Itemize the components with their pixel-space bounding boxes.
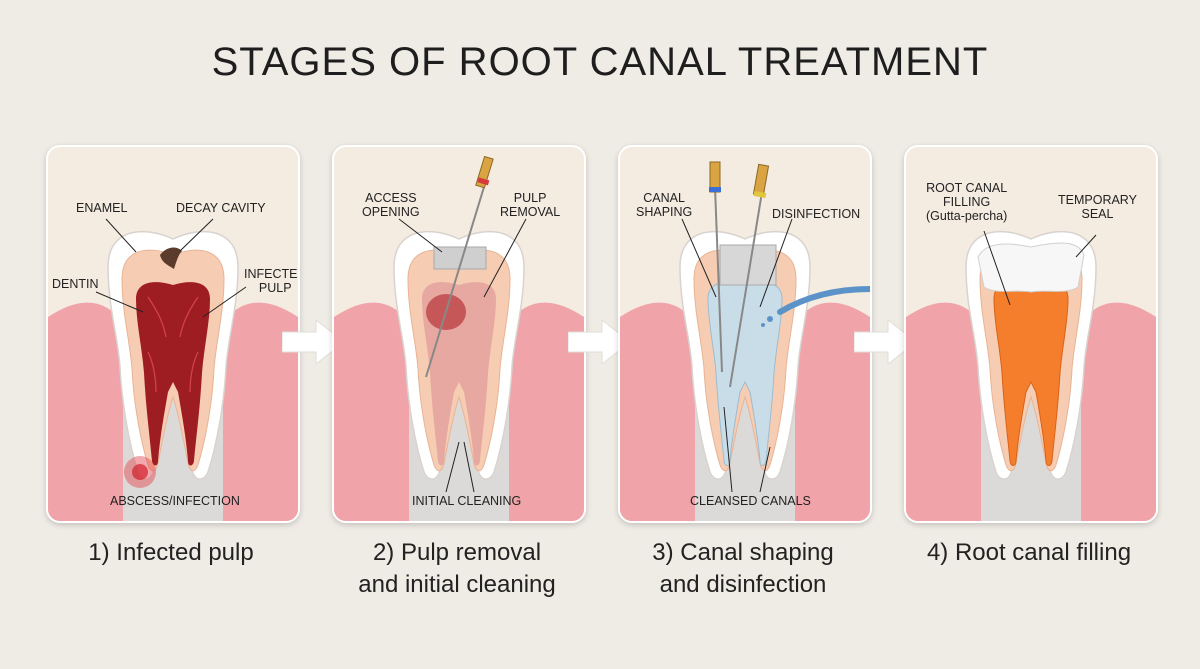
endodontic-file-icon <box>425 155 494 378</box>
label-canal-shaping-line2: SHAPING <box>636 205 693 219</box>
stage-4-panel: ROOT CANAL FILLING (Gutta-percha) TEMPOR… <box>904 145 1158 523</box>
leader-lines <box>95 218 247 318</box>
gum-left <box>48 302 123 521</box>
label-access-opening-line1: ACCESS <box>365 191 417 205</box>
stage-1-caption: 1) Infected pulp <box>21 537 321 569</box>
label-root-canal-filling: ROOT CANAL FILLING (Gutta-percha) <box>926 181 1007 223</box>
label-temporary-seal-line1: TEMPORARY <box>1058 193 1137 207</box>
label-enamel: ENAMEL <box>76 201 128 215</box>
leader-lines <box>398 218 527 493</box>
label-infected-pulp: INFECTED PULP <box>244 267 298 295</box>
stage-2-caption-line2: and initial cleaning <box>358 571 556 598</box>
stage-1-panel: ENAMEL DECAY CAVITY DENTIN INFECTED PULP… <box>46 145 300 523</box>
label-root-canal-filling-line1: ROOT CANAL <box>926 181 1008 195</box>
stage-1-caption-line1: 1) Infected pulp <box>88 539 254 566</box>
label-temporary-seal: TEMPORARY SEAL <box>1058 193 1137 221</box>
temporary-seal <box>977 242 1085 293</box>
irrigation-tube <box>777 286 870 315</box>
label-access-opening-line2: OPENING <box>362 205 420 219</box>
leader-lines <box>983 230 1097 306</box>
irrigation-droplet <box>767 316 773 322</box>
irrigation-droplet <box>761 323 765 327</box>
arrow-right-icon <box>282 320 344 364</box>
leader-lines <box>681 218 793 493</box>
label-cleansed-canals: CLEANSED CANALS <box>690 494 811 508</box>
disinfection-file-icon <box>729 163 770 388</box>
decay-cavity <box>160 247 182 269</box>
stage-2-caption: 2) Pulp removal and initial cleaning <box>307 537 607 601</box>
stage-2-illustration <box>334 155 584 521</box>
label-root-canal-filling-line2: FILLING <box>943 195 991 209</box>
label-initial-cleaning: INITIAL CLEANING <box>412 494 522 508</box>
page-title: STAGES OF ROOT CANAL TREATMENT <box>211 40 989 84</box>
stage-4-caption-line1: 4) Root canal filling <box>926 539 1132 566</box>
label-canal-shaping-line1: CANAL <box>643 191 685 205</box>
gum-right <box>223 302 298 521</box>
stage-3-caption: 3) Canal shaping and disinfection <box>593 537 893 601</box>
label-decay-cavity: DECAY CAVITY <box>176 201 266 215</box>
stage-4-caption: 4) Root canal filling <box>879 537 1179 569</box>
arrow-right-icon <box>854 320 916 364</box>
label-dentin: DENTIN <box>52 277 99 291</box>
label-disinfection: DISINFECTION <box>772 207 861 221</box>
stage-3-caption-line2: and disinfection <box>659 571 827 598</box>
stage-3-illustration <box>620 161 870 521</box>
label-temporary-seal-line2: SEAL <box>1081 207 1114 221</box>
stage-2-caption-line1: 2) Pulp removal <box>372 539 542 566</box>
gutta-percha-filling <box>993 281 1069 466</box>
stage-2-panel: ACCESS OPENING PULP REMOVAL INITIAL CLEA… <box>332 145 586 523</box>
stage-3-caption-line1: 3) Canal shaping <box>652 539 834 566</box>
stage-4-illustration <box>906 230 1156 521</box>
stage-1-illustration <box>48 218 298 521</box>
shaping-file-icon <box>709 161 723 373</box>
pulp-vessels <box>147 296 199 393</box>
label-pulp-removal-line1: PULP <box>513 191 547 205</box>
label-access-opening: ACCESS OPENING <box>362 191 420 219</box>
label-canal-shaping: CANAL SHAPING <box>636 191 692 219</box>
infected-pulp <box>136 282 210 466</box>
label-infected-pulp-line2: PULP <box>258 281 292 295</box>
label-pulp-removal-line2: REMOVAL <box>500 205 561 219</box>
label-infected-pulp-line1: INFECTED <box>244 267 298 281</box>
label-pulp-removal: PULP REMOVAL <box>500 191 560 219</box>
cleansed-canal <box>707 281 783 466</box>
stage-3-panel: CANAL SHAPING DISINFECTION CLEANSED CANA… <box>618 145 872 523</box>
arrow-right-icon <box>568 320 630 364</box>
label-abscess: ABSCESS/INFECTION <box>110 494 240 508</box>
abscess-core <box>132 464 148 480</box>
label-root-canal-filling-line3: (Gutta-percha) <box>926 209 1008 223</box>
